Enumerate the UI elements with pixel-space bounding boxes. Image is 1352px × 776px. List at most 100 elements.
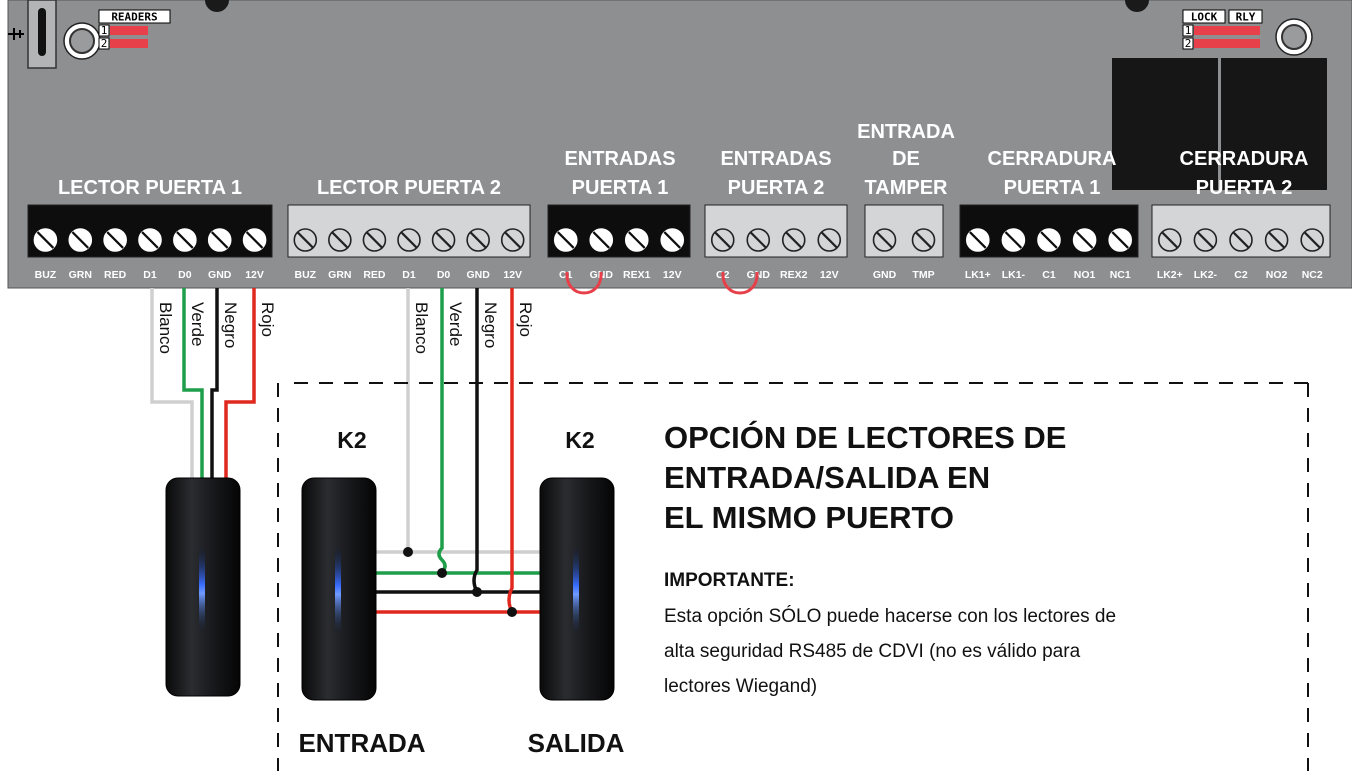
pin-label: LK2- [1194,269,1218,281]
screw-icon [1229,228,1253,252]
note-line-2: alta seguridad RS485 de CDVI (no es váli… [664,641,1081,662]
option-title-line-2: ENTRADA/SALIDA EN [664,460,990,495]
wire-label: Rojo [258,302,277,337]
wire-label: Negro [481,302,500,348]
screw-icon [624,228,649,252]
block-header: PUERTA 1 [1004,177,1101,199]
pin-label: LK1- [1002,269,1026,281]
screw-icon [710,228,735,252]
screw-icon [553,228,578,252]
pin-label: REX1 [623,269,651,281]
block-header: LECTOR PUERTA 1 [58,177,242,199]
reader-led [573,545,579,635]
pin-label: GRN [328,269,351,281]
screw-icon [1264,228,1289,252]
wires-reader-1 [150,288,256,480]
block-header: ENTRADAS [564,148,675,170]
pin-label: D1 [143,269,157,281]
screw-icon [207,228,232,252]
block-header: ENTRADA [857,121,955,143]
block-header: ENTRADAS [720,148,831,170]
pin-label: BUZ [294,269,316,281]
pin-label: LK1+ [965,269,991,281]
pin-label: D0 [178,269,192,281]
terminal-strip [864,204,944,258]
reader-led [335,545,341,635]
mount-notch [205,0,229,12]
option-title-line-1: OPCIÓN DE LECTORES DE [664,419,1067,455]
screw-icon [1193,228,1218,252]
rly-tag: RLY [1236,11,1256,24]
screw-icon [1037,228,1061,252]
block-header: CERRADURA [988,148,1117,170]
block-header: CERRADURA [1180,148,1309,170]
note-line-3: lectores Wiegand) [664,676,817,697]
screw-icon [817,228,842,252]
reader-door-1 [165,477,241,697]
pin-label: GND [873,269,897,281]
block-header: PUERTA 2 [1196,177,1293,199]
pin-label: D1 [402,269,416,281]
block-header: PUERTA 2 [728,177,825,199]
screw-icon [872,228,897,252]
reader-model-right: K2 [565,427,594,453]
screw-icon [1300,228,1324,252]
pin-label: NO1 [1074,269,1096,281]
reader-model-left: K2 [337,427,366,453]
screw-icon [1072,228,1097,252]
input-jumper-loop-2 [721,271,759,295]
pin-label: GND [466,269,490,281]
screw-icon [660,228,685,252]
jumper-label-2: 2 [1185,37,1192,50]
screw-icon [431,228,456,252]
important-label: IMPORTANTE: [664,570,795,591]
wire-label: Verde [188,302,207,346]
pin-label: REX2 [780,269,808,281]
pin-label: GND [208,269,232,281]
screw-icon [1108,228,1132,252]
pin-label: TMP [912,269,934,281]
jumper-label-1: 1 [1185,24,1192,37]
pin-label: GRN [69,269,92,281]
pin-label: D0 [437,269,451,281]
pin-label: 12V [503,269,522,281]
block-header: TAMPER [865,177,949,199]
screw-icon [746,228,771,252]
lock-rly-jumper: LOCK RLY 1 2 [1182,9,1263,50]
screw-icon [911,228,936,252]
pin-label: RED [104,269,127,281]
pin-label: BUZ [35,269,57,281]
jumper-label-2: 2 [101,37,108,50]
salida-label: SALIDA [528,728,625,758]
screw-icon [397,228,421,252]
screw-icon [1001,228,1026,252]
wire-label: Blanco [412,302,431,354]
wire-label: Rojo [516,302,535,337]
pin-label: NO2 [1266,269,1288,281]
reader-entrada [301,477,377,701]
screw-icon [173,228,197,252]
screw-icon [293,228,318,252]
screw-icon [1158,228,1182,252]
screw-icon [500,228,525,252]
wire-label: Negro [221,302,240,348]
readers-tag: READERS [111,11,157,24]
reader-led [199,545,205,633]
screw-icon [103,228,127,252]
pin-label: LK2+ [1157,269,1183,281]
screw-icon [466,228,490,252]
note-line-1: Esta opción SÓLO puede hacerse con los l… [664,605,1116,627]
fuse [38,8,46,56]
input-jumper-loop-1 [565,271,603,295]
wire-junctions [403,547,517,617]
pin-label: C1 [1042,269,1056,281]
